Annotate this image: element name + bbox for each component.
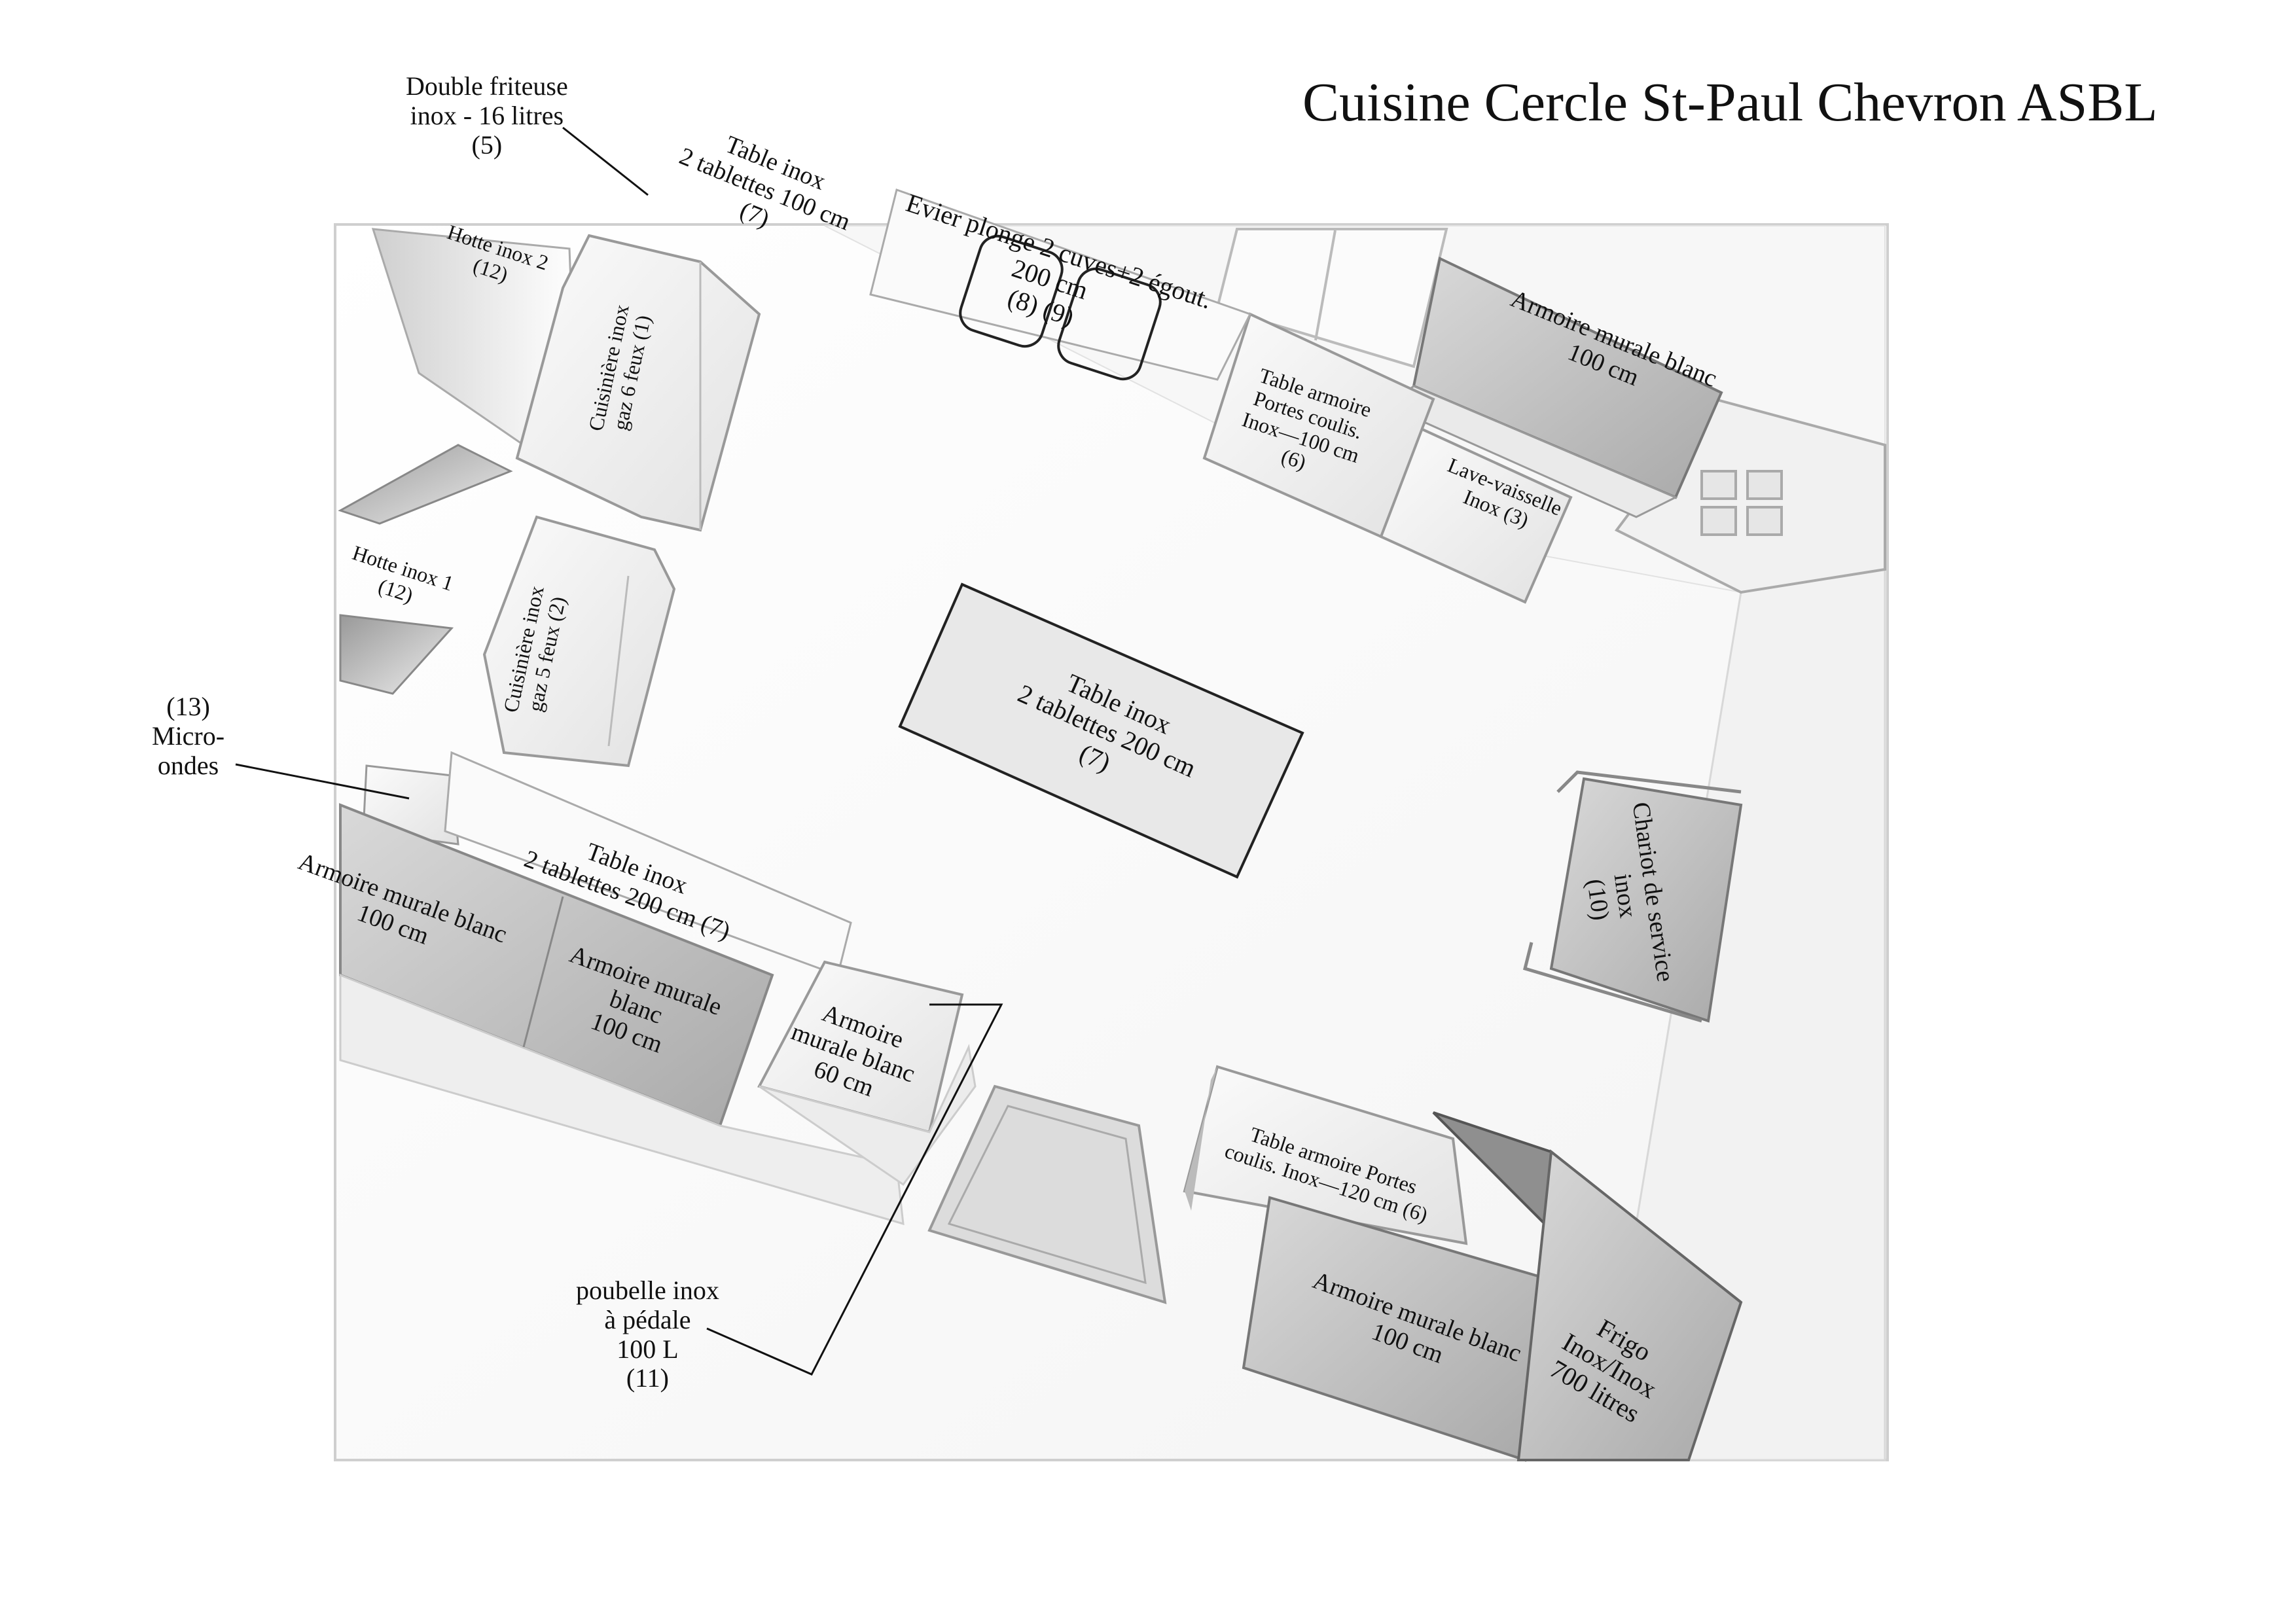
friteuse-leader [562, 126, 649, 196]
micro-leader [235, 763, 410, 800]
sink-basin-1 [959, 234, 1064, 348]
label-micro: (13)Micro-ondes [152, 692, 225, 780]
table-armoire-bottom-box [1183, 1065, 1468, 1245]
armoire-left-floor [339, 973, 905, 1226]
evier-box [869, 188, 1252, 381]
cuisiniere1-box [515, 234, 761, 532]
frigo-box [1516, 1149, 1743, 1461]
table-center-box [898, 582, 1304, 879]
cuisiniere2-box [482, 515, 676, 768]
chariot-box [1549, 777, 1743, 1023]
poubelle-box [927, 1084, 1167, 1304]
page-title: Cuisine Cercle St-Paul Chevron ASBL [1302, 72, 2158, 133]
armoire-60-floor [759, 1043, 977, 1186]
table-armoire-top-box [1202, 312, 1435, 539]
hotte1-lower [339, 614, 454, 695]
sink-basin-2 [1057, 267, 1162, 381]
hotte1-shape [338, 444, 513, 525]
window [1215, 228, 1448, 368]
poubelle-leader [706, 1003, 1003, 1376]
